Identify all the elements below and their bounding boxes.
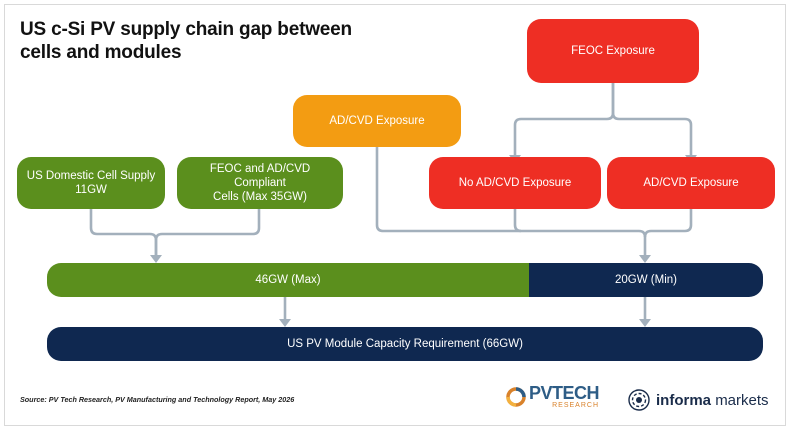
pvtech-logo: PVTECH RESEARCH [505,383,600,409]
adcvd-exposure-node: AD/CVD Exposure [293,95,461,147]
us-domestic-cell-supply-node: US Domestic Cell Supply 11GW [17,157,165,209]
diagram-frame: US c-Si PV supply chain gap between cell… [4,4,786,426]
connector-feoc-branch-right [611,83,693,157]
informa-markets-logo: informa markets [627,388,769,412]
connector-no-adcvd [513,209,522,233]
connector-lines [89,83,697,327]
connector-compliant [154,209,261,257]
arrowhead [639,255,651,263]
feoc-adcvd-compliant-cells-node: FEOC and AD/CVD Compliant Cells (Max 35G… [177,157,343,209]
pvtech-logo-icon [506,387,526,407]
min-capacity-bar: 20GW (Min) [529,263,763,297]
markets-logo-text: markets [715,391,769,409]
arrowhead [639,319,651,327]
adcvd-exposure-right-node: AD/CVD Exposure [607,157,775,209]
connector-adcvd-right [643,209,693,238]
no-adcvd-exposure-node: No AD/CVD Exposure [429,157,601,209]
connector-feoc-branch [513,83,615,157]
arrowhead [279,319,291,327]
arrowhead [150,255,162,263]
source-note: Source: PV Tech Research, PV Manufacturi… [20,395,295,404]
diagram-title: US c-Si PV supply chain gap between cell… [20,19,352,63]
pvtech-logo-subtext: RESEARCH [552,402,600,409]
max-capacity-bar: 46GW (Max) [47,263,529,297]
connector-domestic [89,209,158,257]
pvtech-logo-text: PVTECH [529,383,600,403]
informa-logo-text: informa [656,391,712,409]
feoc-exposure-node: FEOC Exposure [527,19,699,83]
module-capacity-requirement-bar: US PV Module Capacity Requirement (66GW) [47,327,763,361]
informa-logo-icon [628,389,650,411]
